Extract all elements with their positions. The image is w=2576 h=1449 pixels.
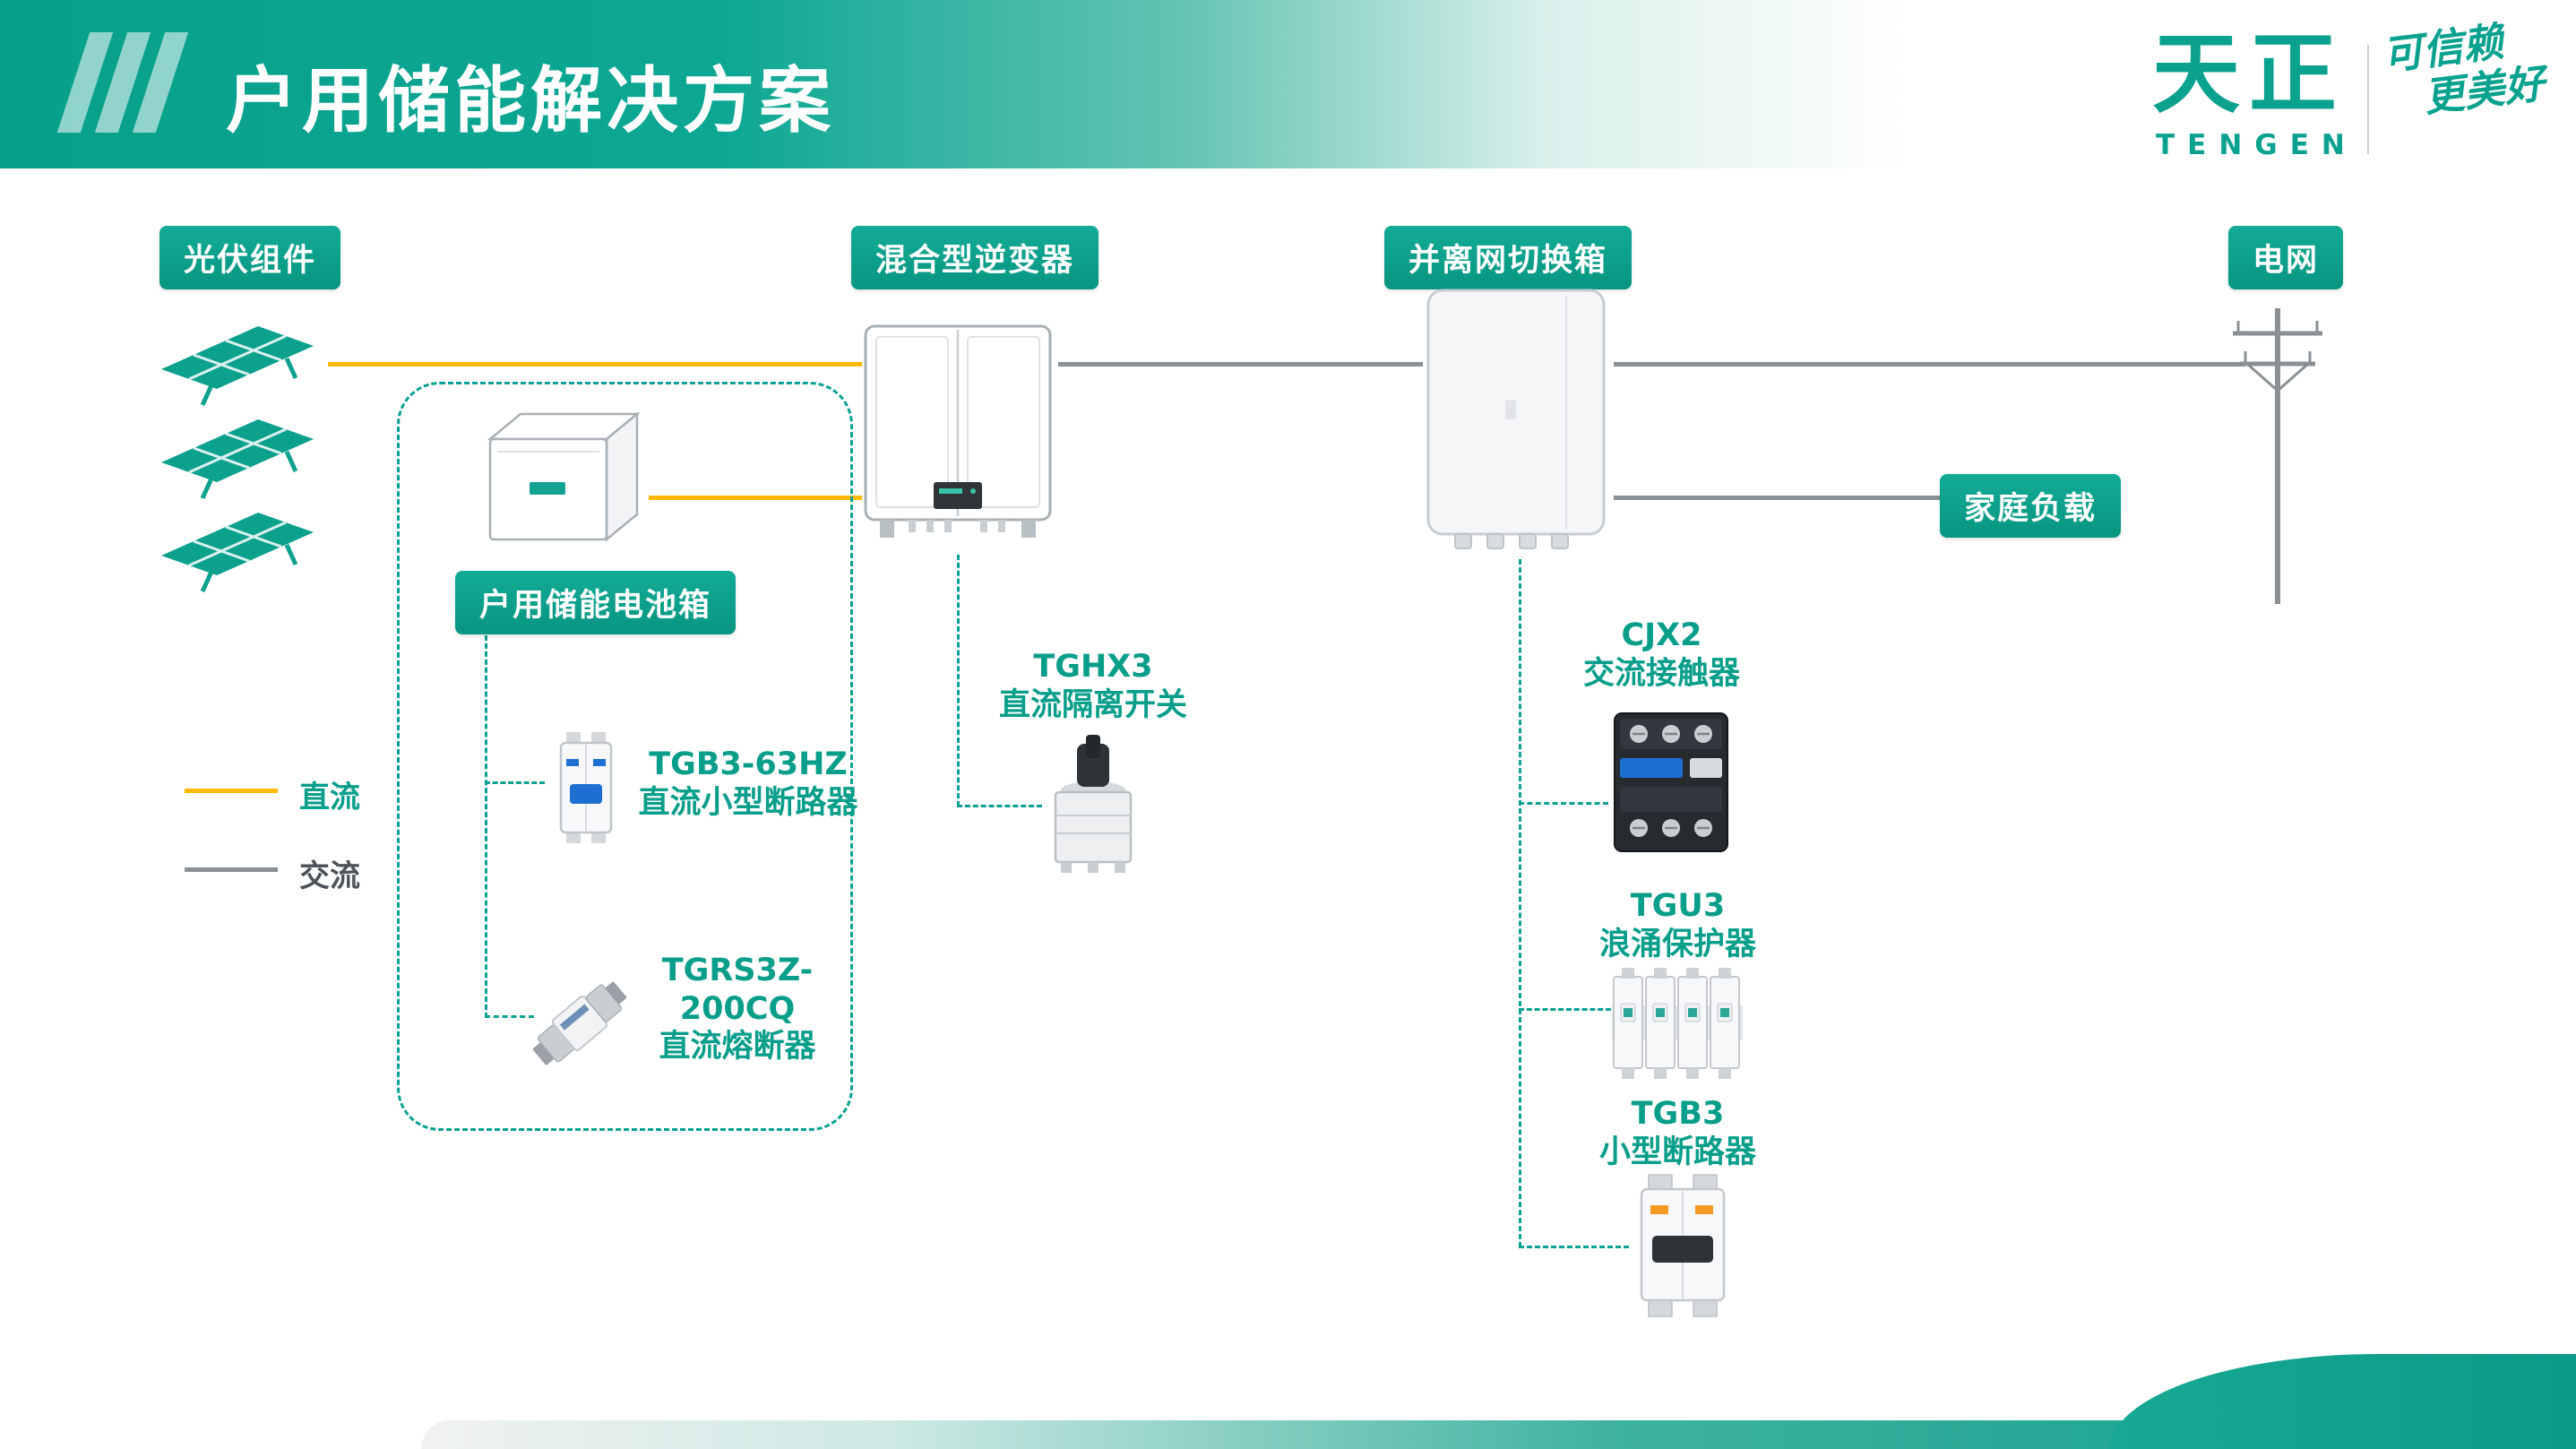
legend-ac-label: 交流 xyxy=(299,858,360,894)
badge-battery-box: 户用储能电池箱 xyxy=(455,571,737,634)
legend-dc-line xyxy=(185,789,278,793)
dash-to-ac-contactor xyxy=(1519,802,1608,805)
ac-contactor-name: 交流接触器 xyxy=(1582,655,1740,692)
dash-switchbox-vertical xyxy=(1519,559,1521,1247)
header-band: 户用储能解决方案 xyxy=(0,0,2576,168)
ac-line-inverter-to-switchbox xyxy=(1058,362,1423,367)
badge-power-grid: 电网 xyxy=(2228,226,2344,289)
brand-divider xyxy=(2367,45,2369,154)
mcb-model: TGB3 xyxy=(1631,1096,1725,1132)
surge-module xyxy=(1613,968,1643,1079)
ac-contactor-icon xyxy=(1614,712,1728,852)
dc-isolator-name: 直流隔离开关 xyxy=(998,686,1187,723)
badge-grid-switch-box: 并离网切换箱 xyxy=(1384,226,1633,289)
solar-panel xyxy=(161,513,314,593)
mcb-name: 小型断路器 xyxy=(1598,1134,1756,1170)
badge-pv-modules: 光伏组件 xyxy=(159,226,341,289)
dc-isolator-icon xyxy=(1054,735,1133,873)
dc-fuse-model: TGRS3Z-200CQ xyxy=(661,953,814,1027)
title-slashes-icon xyxy=(56,32,189,133)
ac-line-switchbox-to-grid xyxy=(1614,362,2244,367)
mcb-icon xyxy=(1640,1174,1726,1317)
dc-line-battery-to-inverter xyxy=(649,496,862,500)
surge-protector-name: 浪涌保护器 xyxy=(1598,926,1756,962)
badge-hybrid-inverter: 混合型逆变器 xyxy=(851,226,1099,289)
solar-panels-icon xyxy=(161,326,314,593)
label-dc-breaker: TGB3-63HZ 直流小型断路器 xyxy=(627,746,869,822)
badge-home-load: 家庭负载 xyxy=(1940,474,2122,538)
page-title: 户用储能解决方案 xyxy=(226,59,835,142)
bottom-corner-swoosh xyxy=(2110,1354,2576,1449)
dc-line-pv-to-inverter xyxy=(328,362,862,367)
battery-box-outline xyxy=(397,382,853,1131)
utility-pole-icon xyxy=(2233,308,2322,604)
dc-breaker-model: TGB3-63HZ xyxy=(649,746,848,782)
dc-breaker-name: 直流小型断路器 xyxy=(638,784,858,821)
dash-to-dc-breaker xyxy=(485,781,545,784)
label-ac-contactor: CJX2 交流接触器 xyxy=(1534,617,1789,693)
grid-switch-box-icon xyxy=(1426,289,1606,549)
hybrid-inverter-icon xyxy=(864,324,1052,538)
ac-line-switchbox-to-load xyxy=(1614,496,1941,500)
dc-breaker-icon xyxy=(559,732,613,843)
label-mcb: TGB3 小型断路器 xyxy=(1550,1095,1805,1171)
legend-dc-label: 直流 xyxy=(299,780,360,815)
solar-panel xyxy=(161,419,314,500)
legend-ac-line xyxy=(185,867,278,872)
ac-contactor-model: CJX2 xyxy=(1621,617,1702,653)
surge-module xyxy=(1710,968,1740,1079)
brand-logo-cn: 天正 xyxy=(2152,23,2347,125)
dash-to-dc-isolator xyxy=(957,805,1042,807)
dash-to-surge-protector xyxy=(1519,1008,1611,1011)
surge-module xyxy=(1645,968,1676,1079)
brand-slogan: 可信赖 更美好 xyxy=(2380,14,2546,125)
label-dc-isolator: TGHX3 直流隔离开关 xyxy=(963,648,1223,724)
brand-logo-en: TENGEN xyxy=(2156,129,2357,161)
label-dc-fuse: TGRS3Z-200CQ 直流熔断器 xyxy=(607,952,867,1066)
dc-fuse-name: 直流熔断器 xyxy=(659,1029,816,1065)
surge-protector-icon xyxy=(1612,968,1743,1079)
dc-fuse-icon xyxy=(532,981,627,1065)
dash-to-dc-fuse xyxy=(485,1015,534,1018)
label-surge-protector: TGU3 浪涌保护器 xyxy=(1550,887,1805,963)
dc-isolator-model: TGHX3 xyxy=(1033,649,1153,685)
dash-inverter-vertical xyxy=(957,555,960,806)
solar-panel xyxy=(161,326,314,407)
dash-to-mcb xyxy=(1519,1246,1629,1248)
dash-battery-vertical xyxy=(485,627,487,1018)
surge-module xyxy=(1677,968,1708,1079)
battery-cabinet-icon xyxy=(487,411,641,542)
surge-protector-model: TGU3 xyxy=(1630,888,1726,924)
